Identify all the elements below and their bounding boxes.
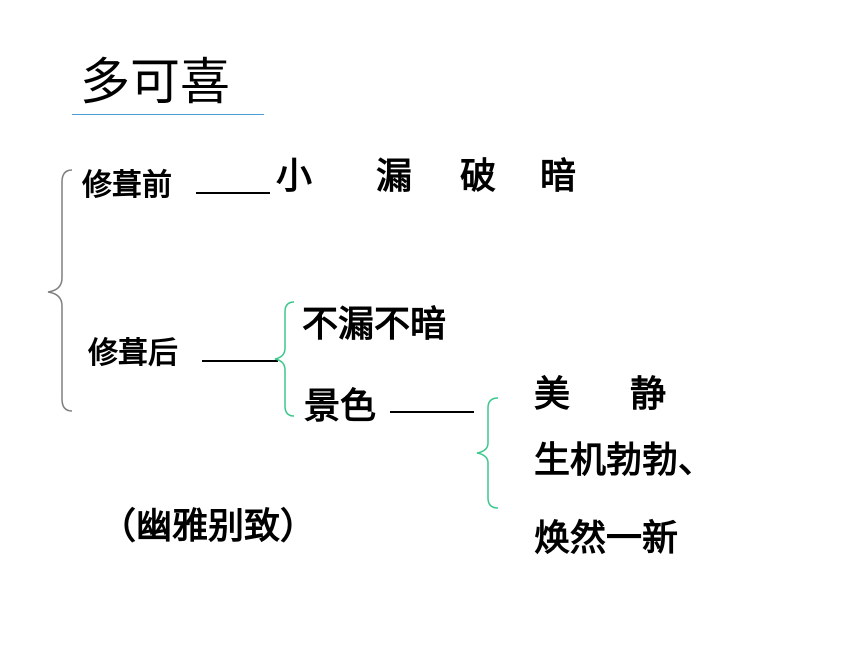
- before-item-dark: 暗: [540, 156, 577, 197]
- before-label: 修葺前: [82, 168, 172, 203]
- scenery-label: 景色: [304, 386, 377, 427]
- title-underline: [72, 114, 264, 115]
- after-dash: [202, 360, 278, 362]
- scenery-dash: [390, 411, 474, 413]
- after-label: 修葺后: [88, 336, 178, 371]
- scenery-item-brand-new: 焕然一新: [534, 518, 679, 559]
- scenery-item-quiet: 静: [630, 374, 667, 415]
- note-elegant: （幽雅别致）: [100, 506, 317, 547]
- before-item-leaky: 漏: [376, 156, 413, 197]
- before-item-small: 小: [276, 156, 313, 197]
- after-item-no-leak-no-dark: 不漏不暗: [302, 304, 447, 345]
- page-title: 多可喜: [80, 53, 230, 111]
- main-brace: [47, 169, 73, 412]
- scenery-item-beautiful: 美: [534, 374, 571, 415]
- scenery-brace: [476, 397, 499, 509]
- before-dash: [196, 192, 270, 194]
- before-item-broken: 破: [460, 156, 497, 197]
- scenery-item-vibrant: 生机勃勃、: [534, 440, 715, 481]
- after-brace: [274, 301, 295, 417]
